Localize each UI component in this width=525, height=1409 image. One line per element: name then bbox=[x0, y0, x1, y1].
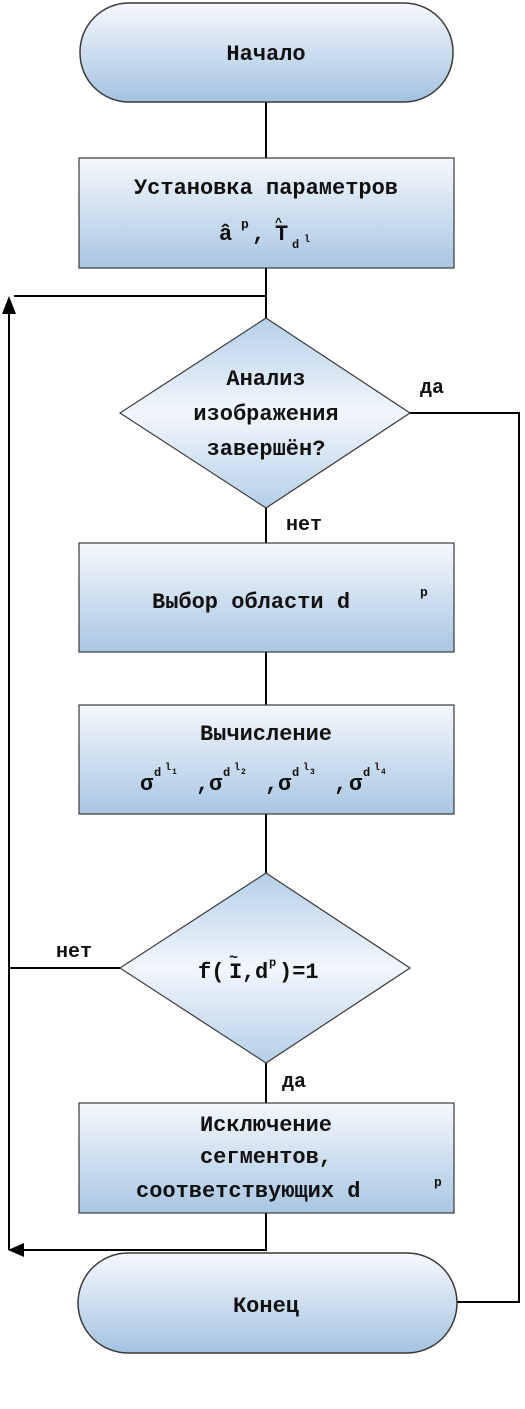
compute-sigma-4: σ bbox=[349, 772, 363, 797]
compute-sigma-3: σ bbox=[278, 772, 292, 797]
end-node bbox=[77, 1252, 458, 1354]
arrow-up-icon bbox=[2, 296, 16, 314]
check-label-1: Анализ bbox=[226, 367, 305, 392]
compute-sigma-2: σ bbox=[209, 772, 223, 797]
setup-t-hat: ^ bbox=[275, 216, 282, 230]
setup-label-1: Установка параметров bbox=[134, 176, 398, 201]
test-tilde-mark: ~ bbox=[229, 950, 238, 967]
compute-node bbox=[78, 704, 455, 815]
connectors bbox=[8, 102, 520, 1303]
compute-l-1: l bbox=[165, 762, 171, 774]
select-p-sup: p bbox=[420, 585, 428, 600]
test-d-hat: d bbox=[255, 960, 268, 985]
setup-t-symbol: T bbox=[275, 222, 288, 247]
start-node bbox=[79, 2, 454, 103]
compute-sigma-group: σ d l 1 , σ d l 2 , σ d l 3 , σ d l 4 bbox=[140, 762, 386, 797]
start-label: Начало bbox=[226, 42, 305, 67]
check-label-3: завершён? bbox=[207, 437, 326, 462]
remove-label-3: соответствующих d bbox=[136, 1179, 360, 1204]
compute-sigma-1: σ bbox=[140, 772, 154, 797]
check-no-label: нет bbox=[286, 514, 322, 537]
test-comma: , bbox=[242, 960, 255, 985]
edge-remove-return bbox=[14, 1213, 267, 1251]
compute-i-4: 4 bbox=[381, 768, 386, 777]
test-f-open: f( bbox=[198, 960, 224, 985]
select-label: Выбор области d bbox=[152, 590, 350, 615]
remove-p-sup: p bbox=[434, 1175, 442, 1190]
arrow-left-icon bbox=[8, 1243, 24, 1257]
setup-a-hat: â bbox=[219, 222, 232, 247]
test-formula: f( I ~ , d p )=1 bbox=[198, 950, 319, 985]
compute-l-2: l bbox=[234, 762, 240, 774]
check-label-2: изображения bbox=[193, 402, 338, 427]
compute-label-1: Вычисление bbox=[200, 722, 332, 747]
compute-comma-1: , bbox=[196, 772, 209, 797]
test-close-eq: )=1 bbox=[279, 960, 319, 985]
test-yes-label: да bbox=[282, 1071, 306, 1094]
compute-comma-3: , bbox=[334, 772, 347, 797]
arrowheads bbox=[2, 296, 24, 1257]
remove-label-2: сегментов, bbox=[200, 1145, 332, 1170]
compute-comma-2: , bbox=[265, 772, 278, 797]
compute-d-4: d bbox=[363, 766, 370, 780]
test-node bbox=[118, 872, 412, 1064]
compute-d-2: d bbox=[223, 766, 230, 780]
select-node bbox=[78, 542, 455, 653]
compute-i-3: 3 bbox=[310, 768, 315, 777]
test-p-sup: p bbox=[269, 956, 276, 970]
compute-d-3: d bbox=[292, 766, 299, 780]
check-node bbox=[118, 317, 412, 509]
end-label: Конец bbox=[233, 1294, 299, 1319]
compute-d-1: d bbox=[154, 766, 161, 780]
compute-i-2: 2 bbox=[241, 768, 246, 777]
test-no-label: нет bbox=[56, 941, 92, 964]
compute-l-4: l bbox=[374, 762, 380, 774]
remove-node bbox=[78, 1102, 455, 1214]
edge-check-yes bbox=[410, 412, 520, 1303]
setup-p-sup: p bbox=[241, 217, 249, 232]
setup-d-sub: d bbox=[292, 238, 299, 252]
setup-node bbox=[78, 157, 455, 269]
test-i-tilde: I bbox=[229, 960, 242, 985]
setup-l-sub: l bbox=[304, 234, 310, 246]
compute-l-3: l bbox=[303, 762, 309, 774]
check-yes-label: да bbox=[420, 377, 444, 400]
remove-label-1: Исключение bbox=[200, 1113, 332, 1138]
compute-i-1: 1 bbox=[172, 768, 177, 777]
setup-comma: , bbox=[252, 222, 265, 247]
